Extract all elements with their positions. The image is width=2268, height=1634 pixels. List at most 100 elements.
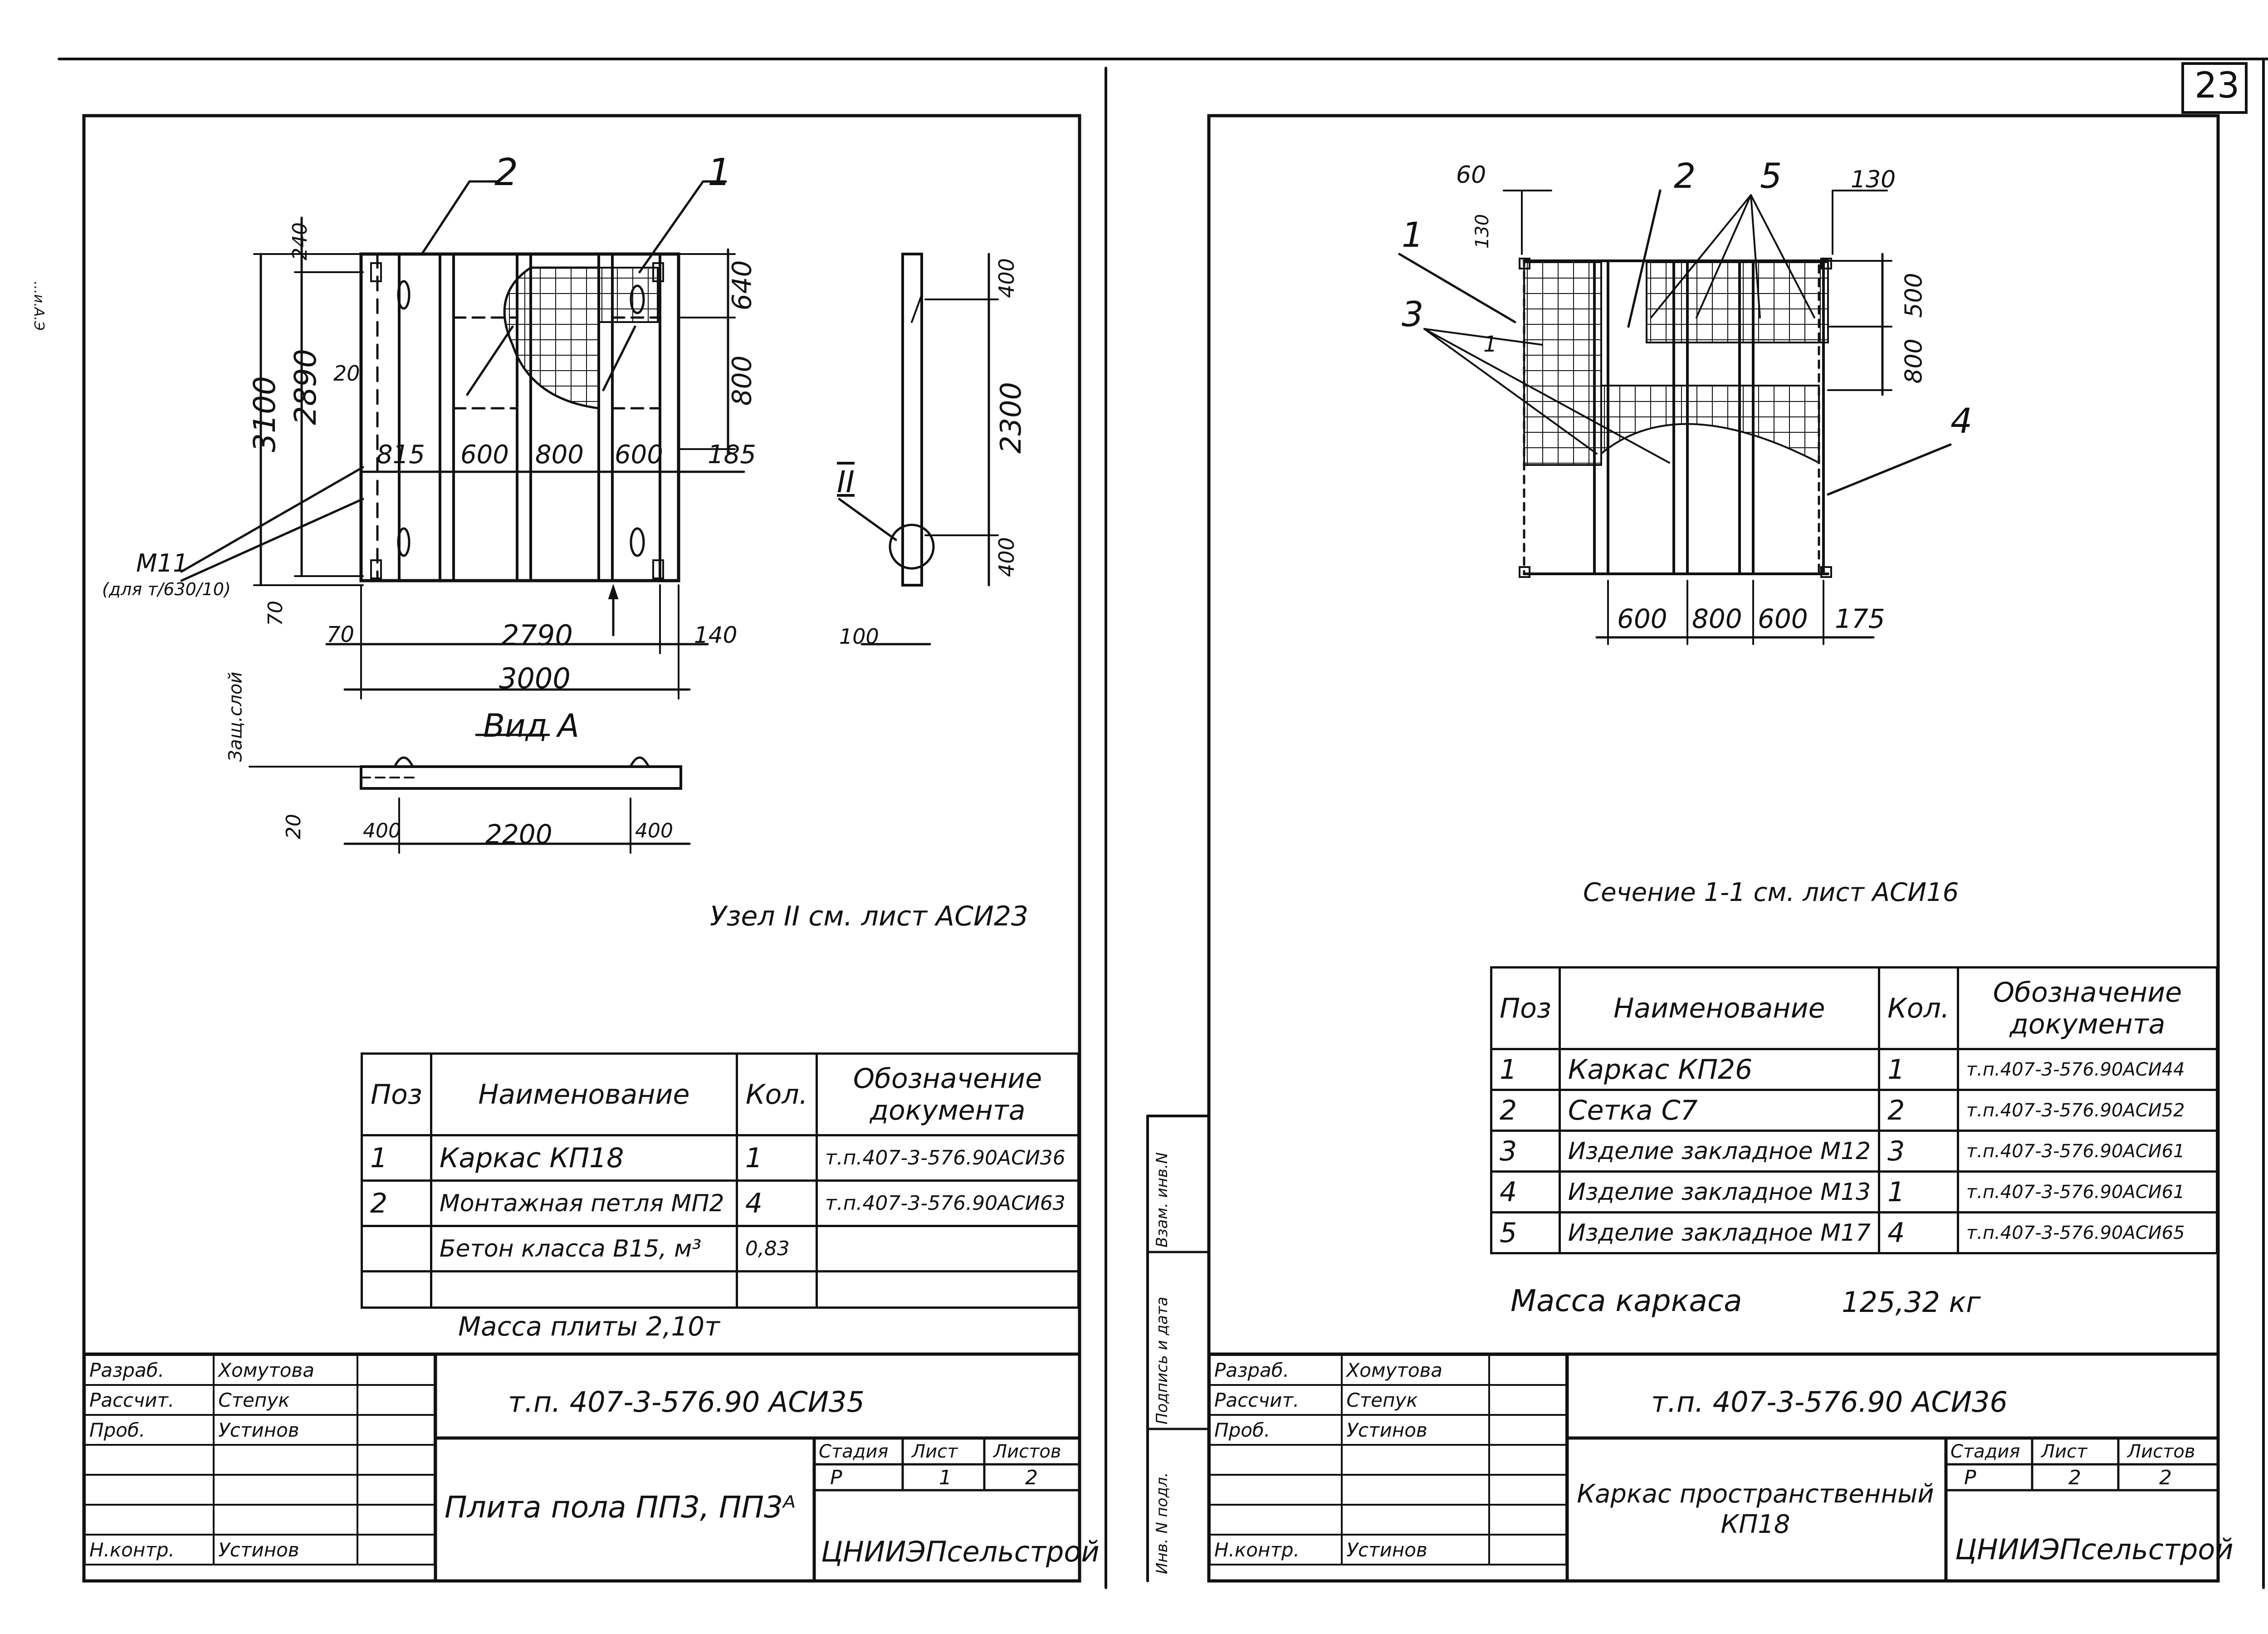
protective-layer-label: Защ.слой — [225, 671, 246, 762]
stamp-person: Устинов — [213, 1414, 358, 1446]
table-cell: Изделие закладное М17 — [1558, 1211, 1881, 1254]
stamp-role — [1208, 1474, 1343, 1506]
stamp-person: Устинов — [1341, 1534, 1490, 1566]
r-leader-2: 2 — [1674, 156, 1696, 196]
side-stamp-repl: Взам. инв.N — [1153, 1152, 1171, 1248]
dim-640: 640 — [726, 260, 758, 311]
r-dim-600b: 600 — [1758, 603, 1808, 634]
table-cell: 1 — [1878, 1170, 1959, 1213]
stamp-person — [1341, 1504, 1490, 1536]
table-row: 3 Изделие закладное М12 3 т.п.407-3-576.… — [1490, 1130, 2219, 1173]
table-cell: 4 — [735, 1179, 818, 1227]
stamp-role: Разраб. — [83, 1354, 215, 1386]
dim-70a: 70 — [264, 601, 287, 626]
r-leader-4: 4 — [1950, 401, 1973, 441]
table-cell: т.п.407-3-576.90АСИ52 — [1956, 1089, 2219, 1132]
right-sheet-value: 2 — [2068, 1466, 2081, 1489]
stamp-signature — [1488, 1414, 1567, 1446]
slab-mass: Масса плиты 2,10т — [458, 1311, 720, 1342]
node-note: Узел II см. лист АСИ23 — [710, 900, 1029, 932]
dim-185: 185 — [708, 440, 756, 470]
table-cell: 1 — [361, 1134, 432, 1182]
table-cell: т.п.407-3-576.90АСИ61 — [1956, 1130, 2219, 1173]
stamp-person: Степук — [1341, 1384, 1490, 1416]
table-cell — [430, 1270, 738, 1309]
dim-400b: 400 — [994, 537, 1019, 577]
dim-600a: 600 — [460, 440, 509, 470]
left-sheet-value: 1 — [939, 1466, 952, 1489]
spec-header: Наименование — [430, 1052, 738, 1136]
table-cell — [361, 1270, 432, 1309]
stamp-signature — [357, 1534, 435, 1566]
table-cell — [816, 1270, 1080, 1309]
right-sheets-header: Листов — [2127, 1441, 2195, 1462]
right-stage-header: Стадия — [1950, 1441, 2020, 1462]
dim-20b: 20 — [282, 814, 305, 839]
table-row: Бетон класса В15, м³ 0,83 — [361, 1225, 1080, 1272]
frame-mass-label: Масса каркаса — [1510, 1283, 1742, 1318]
stamp-role: Рассчит. — [83, 1384, 215, 1416]
stamp-role: Н.контр. — [1208, 1534, 1343, 1566]
table-row: 1 Каркас КП18 1 т.п.407-3-576.90АСИ36 — [361, 1134, 1080, 1182]
stamp-role: Разраб. — [1208, 1354, 1343, 1386]
stamp-signature — [357, 1384, 435, 1416]
r-dim-800: 800 — [1900, 338, 1928, 384]
right-doc-code: т.п. 407-3-576.90 АСИ36 — [1651, 1385, 2008, 1419]
table-cell: т.п.407-3-576.90АСИ44 — [1956, 1048, 2219, 1091]
stamp-signature — [1488, 1354, 1567, 1386]
stamp-signature — [1488, 1534, 1567, 1566]
left-sheets-value: 2 — [1025, 1466, 1038, 1489]
stamp-role: Проб. — [1208, 1414, 1343, 1446]
stamp-signature — [1488, 1384, 1567, 1416]
table-cell: 4 — [1490, 1170, 1561, 1213]
table-cell: Сетка С7 — [1558, 1089, 1881, 1132]
right-stage-value: Р — [1964, 1466, 1976, 1489]
right-sheets-value: 2 — [2159, 1466, 2172, 1489]
stamp-person: Устинов — [213, 1534, 358, 1566]
stamp-role — [1208, 1444, 1343, 1476]
stamp-person — [213, 1474, 358, 1506]
table-cell: 1 — [1490, 1048, 1561, 1091]
left-stage-value: Р — [830, 1466, 842, 1489]
stamp-role — [83, 1474, 215, 1506]
dim-3000: 3000 — [499, 662, 571, 695]
table-cell: т.п.407-3-576.90АСИ65 — [1956, 1211, 2219, 1254]
r-dim-800b: 800 — [1692, 603, 1742, 634]
r-dim-175: 175 — [1835, 603, 1885, 634]
table-cell: 3 — [1878, 1130, 1959, 1173]
table-row: 1 Каркас КП26 1 т.п.407-3-576.90АСИ44 — [1490, 1048, 2219, 1091]
r-dim-130b: 130 — [1851, 166, 1896, 193]
stamp-person — [1341, 1474, 1490, 1506]
dim-400c: 400 — [363, 819, 401, 842]
spec-header: Поз — [361, 1052, 432, 1136]
spec-header: Обозначение документа — [1956, 966, 2219, 1050]
stamp-person: Устинов — [1341, 1414, 1490, 1446]
stamp-role — [1208, 1504, 1343, 1536]
stamp-role — [83, 1444, 215, 1476]
table-cell — [816, 1225, 1080, 1272]
table-cell: 2 — [1878, 1089, 1959, 1132]
table-cell — [735, 1270, 818, 1309]
dim-2300: 2300 — [994, 382, 1027, 454]
table-cell: Каркас КП18 — [430, 1134, 738, 1182]
right-spec-table: Поз Наименование Кол. Обозначение докуме… — [1490, 966, 2219, 1254]
r-dim-60: 60 — [1456, 161, 1486, 189]
stamp-person — [213, 1444, 358, 1476]
dim-800: 800 — [726, 355, 758, 406]
table-cell: Изделие закладное М12 — [1558, 1130, 1881, 1173]
r-leader-1: 1 — [1402, 215, 1424, 255]
right-organization: ЦНИИЭПсельстрой — [1955, 1533, 2234, 1566]
table-cell: Монтажная петля МП2 — [430, 1179, 738, 1227]
stamp-role — [83, 1504, 215, 1536]
dim-815: 815 — [376, 440, 425, 470]
table-cell: 4 — [1878, 1211, 1959, 1254]
r-leader-3: 3 — [1402, 294, 1424, 334]
leader-pos2: 2 — [494, 151, 518, 194]
left-doc-title: Плита пола ПП3, ПП3ᴬ — [445, 1490, 796, 1525]
left-stamp-roles: Разраб.Хомутова Рассчит.Степук Проб.Усти… — [83, 1354, 435, 1566]
table-cell: 3 — [1490, 1130, 1561, 1173]
dim-240: 240 — [288, 222, 312, 260]
r-section-mark: 1 — [1483, 332, 1497, 357]
frame-mass-value: 125,32 кг — [1842, 1286, 1981, 1319]
